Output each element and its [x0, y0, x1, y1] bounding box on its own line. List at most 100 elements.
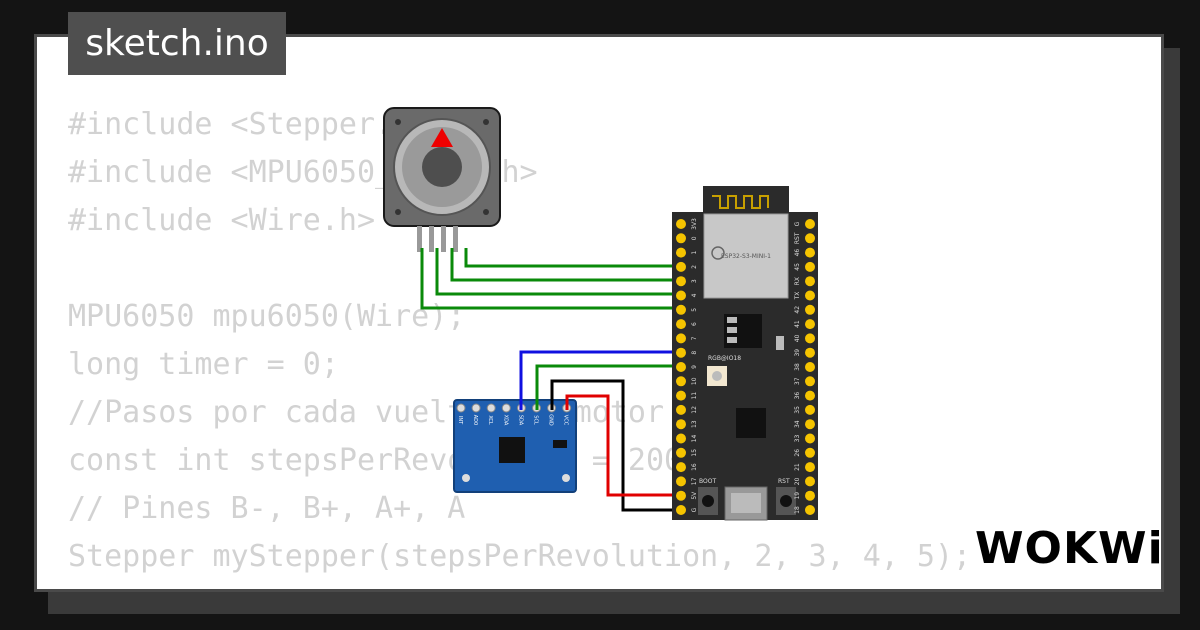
- esp32-pin[interactable]: [805, 505, 815, 515]
- esp32-pin-label: 7: [691, 336, 698, 340]
- esp32-pin[interactable]: [676, 276, 686, 287]
- file-title: sketch.ino: [68, 12, 286, 75]
- esp32-pin[interactable]: [805, 362, 815, 372]
- esp32-pin[interactable]: [676, 390, 686, 401]
- esp32-pin[interactable]: [805, 433, 815, 444]
- esp32-pin-label: 26: [794, 449, 801, 457]
- esp32-pin-label: 46: [794, 249, 801, 257]
- esp32-pin[interactable]: [805, 247, 815, 258]
- esp32-pin-label: 11: [691, 392, 698, 400]
- esp32-board[interactable]: ESP32-S3-MINI-1 RGB@IO18 BOOT RST 3V3012…: [672, 186, 818, 521]
- mpu-pin[interactable]: [471, 403, 481, 413]
- esp32-pin-label: 14: [691, 435, 698, 443]
- esp32-pin-label: 8: [691, 351, 698, 355]
- esp32-pin[interactable]: [805, 276, 815, 287]
- mpu-pin-label: AD0: [472, 415, 478, 425]
- esp32-pin[interactable]: [805, 333, 815, 344]
- esp32-pin[interactable]: [805, 347, 815, 358]
- mpu-pin[interactable]: [486, 403, 496, 413]
- esp32-pin[interactable]: [676, 476, 686, 487]
- esp32-pin[interactable]: [676, 233, 686, 244]
- esp32-pin[interactable]: [805, 304, 815, 315]
- wokwi-logo: WOKWi: [975, 523, 1164, 574]
- mpu-pin-label: XCL: [487, 415, 493, 425]
- esp32-pin-label: 35: [794, 406, 801, 414]
- esp32-pin[interactable]: [676, 419, 686, 430]
- esp32-pin[interactable]: [676, 333, 686, 344]
- esp32-pin-label: 10: [691, 377, 698, 385]
- esp32-pin-label: 45: [794, 263, 801, 271]
- code-line: #include <Wire.h>: [68, 203, 376, 238]
- motor-arrow-icon: [431, 128, 453, 147]
- rgb-label: RGB@IO18: [708, 355, 741, 362]
- esp32-pin-label: G: [794, 221, 801, 226]
- esp32-pin[interactable]: [676, 290, 686, 301]
- esp32-pin-label: 36: [794, 392, 801, 400]
- esp32-pin[interactable]: [805, 261, 815, 272]
- mpu-pin-label: INT: [457, 416, 463, 425]
- mpu-wires: [519, 350, 681, 512]
- code-line: Stepper myStepper(stepsPerRevolution, 2,…: [68, 539, 972, 574]
- esp32-pin-label: 13: [691, 420, 698, 428]
- esp32-pin-label: 5V: [691, 491, 698, 500]
- rst-label: RST: [778, 478, 790, 485]
- esp32-pin-label: 19: [794, 492, 801, 500]
- boot-label: BOOT: [699, 478, 716, 485]
- esp32-pin[interactable]: [805, 290, 815, 301]
- esp32-pin[interactable]: [805, 404, 815, 415]
- esp32-pin[interactable]: [805, 462, 815, 473]
- esp32-pin[interactable]: [676, 304, 686, 315]
- esp32-pin[interactable]: [676, 404, 686, 415]
- esp32-pin-label: G: [691, 507, 698, 512]
- esp32-pin[interactable]: [676, 433, 686, 444]
- esp32-pin-label: 3V3: [691, 218, 698, 230]
- esp32-pin[interactable]: [676, 490, 686, 501]
- esp32-pin-label: 40: [794, 334, 801, 342]
- esp32-pin-label: 17: [691, 477, 698, 485]
- mpu-pin-label: XDA: [502, 415, 508, 426]
- esp32-pin[interactable]: [805, 233, 815, 244]
- esp32-pin[interactable]: [676, 347, 686, 358]
- esp32-pin[interactable]: [676, 219, 686, 229]
- esp32-pin-label: 38: [794, 363, 801, 371]
- esp32-pin-label: 9: [691, 365, 698, 369]
- esp32-pin-label: 6: [691, 322, 698, 326]
- esp32-module-label: ESP32-S3-MINI-1: [721, 253, 771, 260]
- code-line: // Pines B-, B+, A+, A: [68, 491, 466, 526]
- esp32-pin[interactable]: [805, 419, 815, 430]
- esp32-pin[interactable]: [676, 376, 686, 387]
- esp32-pin[interactable]: [676, 447, 686, 458]
- esp32-pin-label: 41: [794, 320, 801, 328]
- esp32-pin[interactable]: [805, 219, 815, 229]
- mpu-pin-label: GND: [548, 414, 554, 426]
- esp32-pin-label: 15: [691, 449, 698, 457]
- code-line: long timer = 0;: [68, 347, 339, 382]
- esp32-pin-label: 39: [794, 349, 801, 357]
- esp32-pin-label: 0: [691, 236, 698, 240]
- esp32-pin[interactable]: [676, 462, 686, 473]
- esp32-pin-label: 3: [691, 279, 698, 283]
- esp32-pin[interactable]: [805, 376, 815, 387]
- esp32-pin[interactable]: [805, 319, 815, 330]
- esp32-pin[interactable]: [676, 505, 686, 515]
- mpu-pin[interactable]: [501, 403, 511, 413]
- stepper-motor[interactable]: [383, 107, 501, 252]
- esp32-pin[interactable]: [805, 490, 815, 501]
- esp32-pin[interactable]: [805, 447, 815, 458]
- mpu-pin-label: SDA: [517, 415, 523, 426]
- esp32-pin-label: 34: [794, 420, 801, 428]
- esp32-pin-label: 37: [794, 377, 801, 385]
- esp32-pin[interactable]: [676, 362, 686, 372]
- motor-wires: [420, 248, 681, 310]
- esp32-pin[interactable]: [676, 261, 686, 272]
- esp32-pin-label: RX: [794, 277, 801, 285]
- esp32-pin[interactable]: [805, 390, 815, 401]
- mpu-pin[interactable]: [456, 403, 466, 413]
- esp32-pin[interactable]: [805, 476, 815, 487]
- esp32-pin[interactable]: [676, 319, 686, 330]
- esp32-pin[interactable]: [676, 247, 686, 258]
- esp32-pin-label: 21: [794, 463, 801, 471]
- esp32-pin-label: 4: [691, 293, 698, 297]
